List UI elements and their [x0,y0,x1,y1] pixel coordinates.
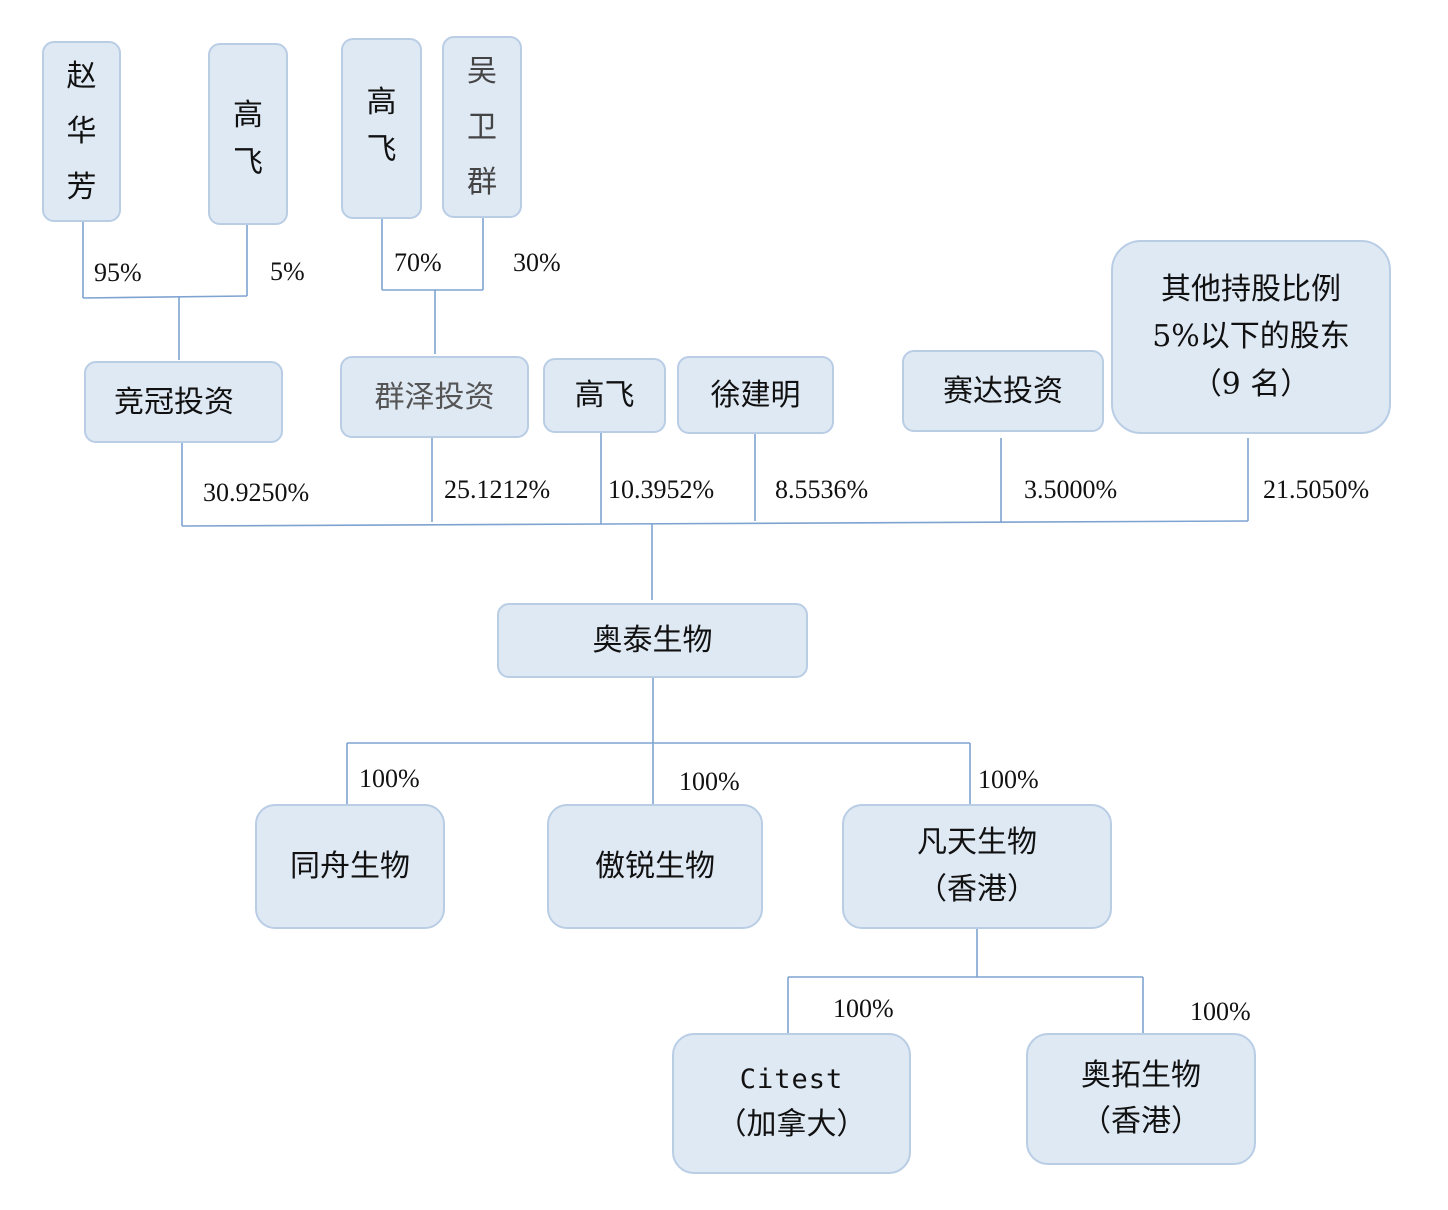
pct-qunze: 25.1212% [444,475,551,504]
pct-xujianming: 8.5536% [775,475,869,504]
label: 奥泰生物 [592,623,713,658]
subsidiary-fantian: 凡天生物 （香港） [842,804,1112,929]
char: 卫 [467,109,497,145]
shareholder-gao-fei-a: 高 飞 [208,43,288,225]
shareholder-wu-weiqun: 吴 卫 群 [442,36,522,218]
char: 高 [233,98,263,133]
pct-gaofei: 10.3952% [608,475,715,504]
pct-zhao: 95% [94,258,142,287]
pct-saida: 3.5000% [1024,475,1118,504]
label: 群泽投资 [374,379,495,415]
shareholder-gao-fei-b: 高 飞 [341,38,422,219]
pct-aorui: 100% [679,767,740,796]
char: 飞 [233,144,263,180]
pct-gao-b: 70% [394,248,442,277]
subsidiary-aorui: 傲锐生物 [547,804,763,929]
label-line: （9 名） [1191,366,1311,402]
pct-citest: 100% [833,994,894,1023]
label-line: （加拿大） [716,1107,867,1143]
subsidiary-tongzhou: 同舟生物 [255,804,445,929]
subsidiary-aotuo: 奥拓生物 （香港） [1026,1033,1256,1165]
pct-others: 21.5050% [1263,475,1370,504]
label: 赛达投资 [943,373,1063,409]
shareholder-zhao-huafang: 赵 华 芳 [42,41,121,222]
char: 华 [66,114,97,150]
pct-fantian: 100% [978,765,1039,794]
label-line: 5%以下的股东 [1152,319,1350,355]
char: 群 [467,165,497,201]
shareholder-others: 其他持股比例 5%以下的股东 （9 名） [1111,240,1391,434]
char: 飞 [366,131,397,167]
shareholder-saida: 赛达投资 [902,350,1104,432]
pct-jingguan: 30.9250% [203,478,310,507]
label: 高飞 [574,378,635,413]
pct-aotuo: 100% [1190,997,1251,1026]
shareholder-xujianming: 徐建明 [677,356,834,434]
pct-tongzhou: 100% [359,764,420,793]
shareholder-bus [181,520,1249,527]
char: 赵 [66,58,97,94]
label: 竞冠投资 [114,384,234,420]
label: 徐建明 [710,377,801,413]
label-line: （香港） [1081,1104,1201,1139]
pct-gao-a: 5% [270,257,305,286]
char: 芳 [66,169,97,205]
company-aotai: 奥泰生物 [497,603,808,678]
label-line: 奥拓生物 [1081,1057,1201,1093]
label: 同舟生物 [290,849,410,884]
label-line: 其他持股比例 [1161,271,1341,307]
shareholder-jingguan: 竞冠投资 [84,361,283,443]
subsidiary-citest: Citest （加拿大） [672,1033,911,1174]
pct-wu: 30% [513,248,561,277]
shareholder-gaofei: 高飞 [543,358,666,433]
shareholder-qunze: 群泽投资 [340,356,529,438]
label-line: 凡天生物 [917,825,1037,860]
char: 吴 [467,54,497,90]
connector-jingguan-top [82,295,248,299]
label-line: （香港） [917,871,1037,907]
label-line: Citest [739,1063,844,1095]
char: 高 [366,85,397,120]
label: 傲锐生物 [595,849,715,884]
